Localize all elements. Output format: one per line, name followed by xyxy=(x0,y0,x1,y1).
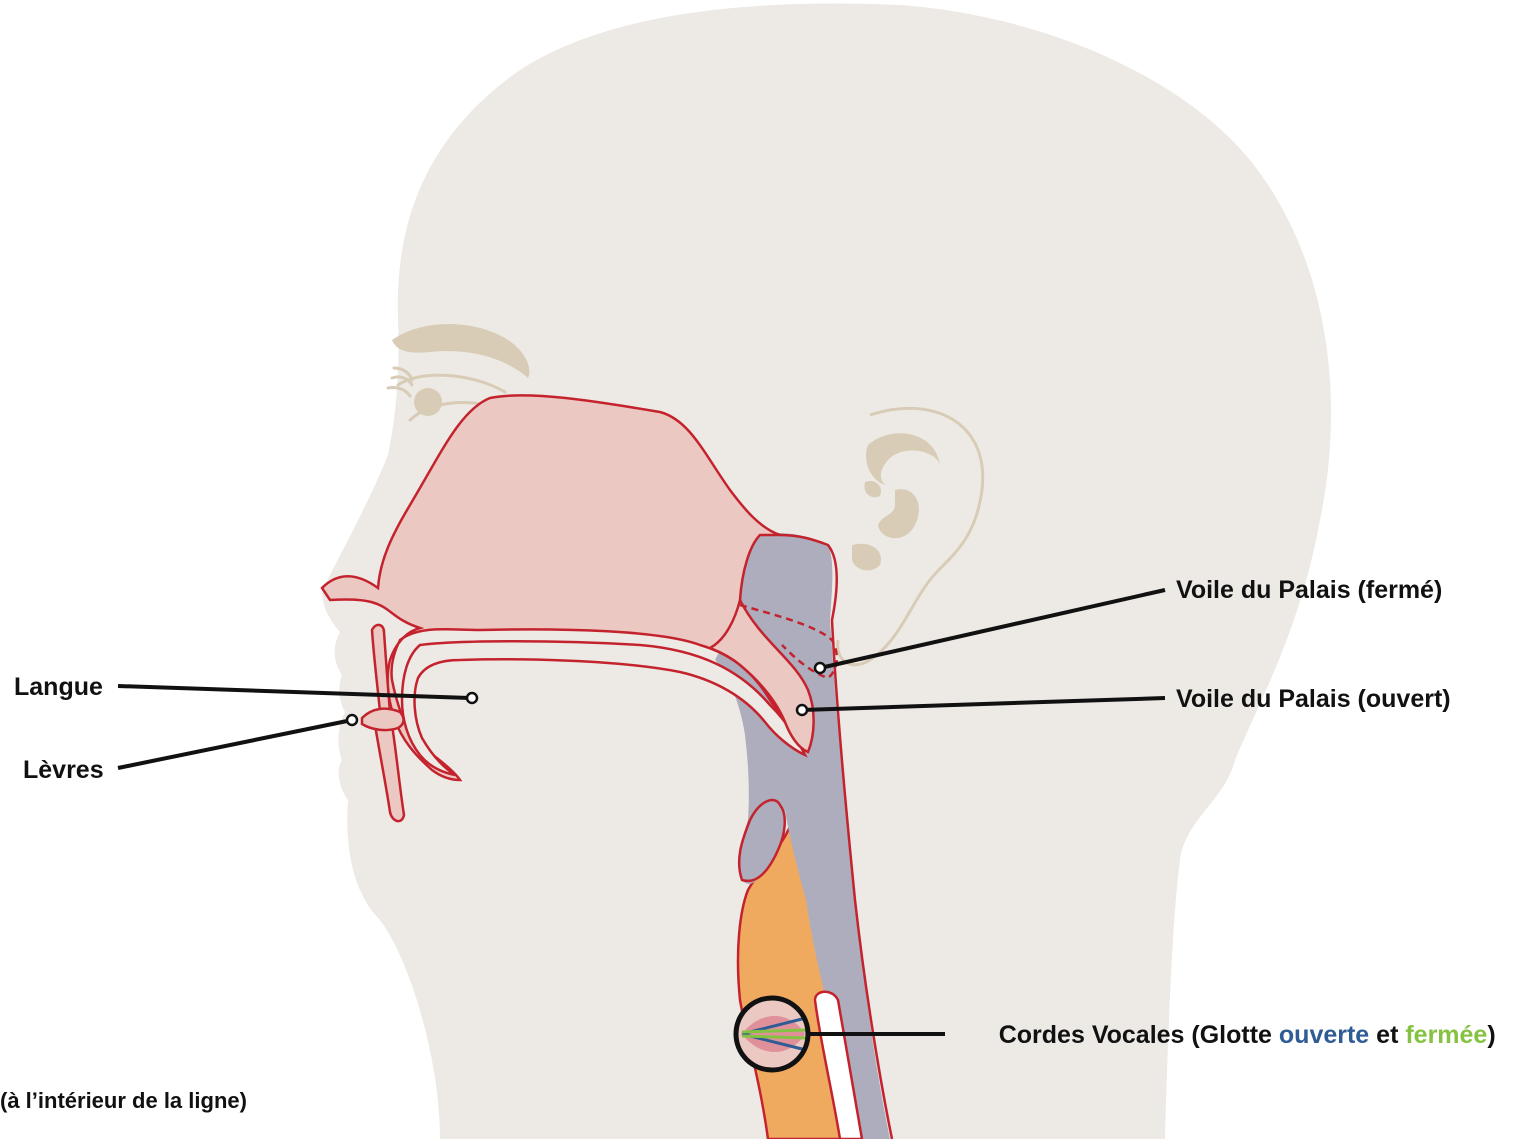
label-levres: Lèvres xyxy=(23,756,104,784)
cordes-prefix: Cordes Vocales (Glotte xyxy=(999,1021,1279,1049)
label-voile-ferme: Voile du Palais (fermé) xyxy=(1176,576,1442,604)
eye-ball xyxy=(414,388,442,416)
label-cordes-vocales: Cordes Vocales (Glotte ouverte et fermée… xyxy=(964,1021,1515,1049)
cordes-fermee: fermée xyxy=(1405,1021,1487,1049)
cordes-et: et xyxy=(1369,1021,1405,1049)
cordes-suffix: ) xyxy=(1487,1021,1495,1049)
lip-junction xyxy=(362,709,404,730)
note-text: (à l’intérieur de la ligne) xyxy=(0,1088,247,1113)
glottis-inset xyxy=(736,998,808,1070)
label-langue: Langue xyxy=(14,673,103,701)
leader-levres xyxy=(118,720,352,768)
label-voile-ouvert: Voile du Palais (ouvert) xyxy=(1176,685,1451,713)
cordes-ouverte: ouverte xyxy=(1279,1021,1369,1049)
